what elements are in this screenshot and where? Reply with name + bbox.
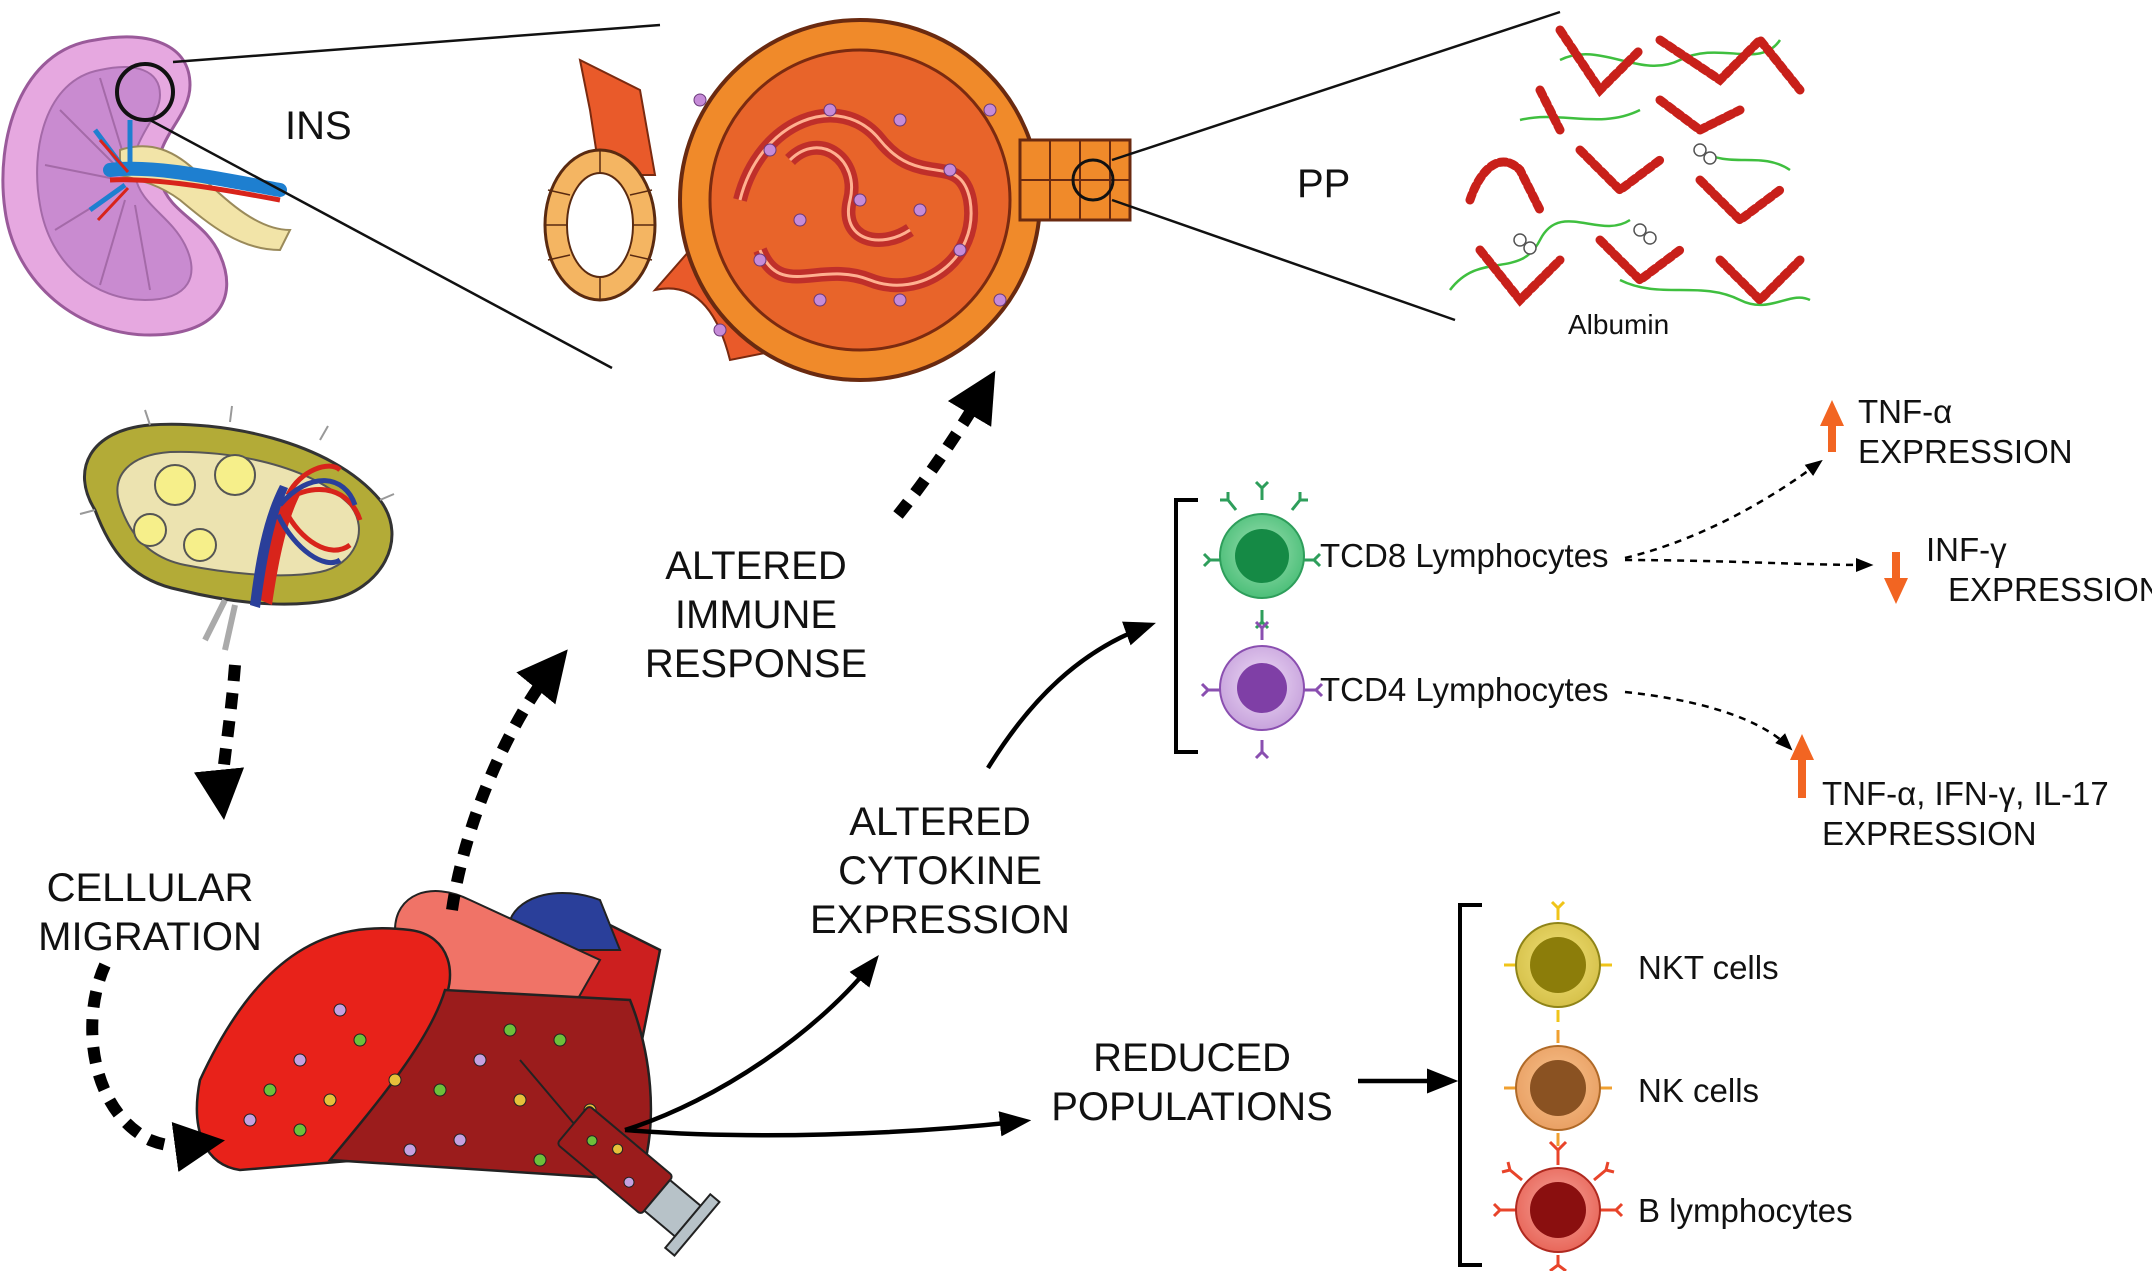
altered-immune-response-label: ALTERED IMMUNE RESPONSE <box>644 544 868 686</box>
b-lymphocytes-label: B lymphocytes <box>1638 1192 1853 1229</box>
lymphnode-to-migration-arrow <box>193 664 245 821</box>
tnf-ifn-il17-expression-label: TNF-α, IFN-γ, IL-17 EXPRESSION <box>1822 775 2109 853</box>
tcd4-to-cytokines-arrow <box>1624 690 1793 751</box>
nk-cells-label: NK cells <box>1638 1072 1760 1109</box>
kidney-illustration <box>1 35 292 337</box>
population-bracket <box>1458 903 1482 1267</box>
tcd8-label: TCD8 Lymphocytes <box>1320 537 1609 574</box>
cytokines-up-arrow-icon <box>1790 734 1814 798</box>
b-lymphocyte-cell-icon <box>1492 1140 1624 1271</box>
blood-vessels-illustration <box>195 890 721 1257</box>
cellular-migration-label: CELLULAR MIGRATION <box>38 866 262 959</box>
tcd8-cell-icon <box>1202 480 1322 630</box>
altered-cytokine-expression-label: ALTERED CYTOKINE EXPRESSION <box>809 800 1071 942</box>
nkt-cells-label: NKT cells <box>1638 949 1779 986</box>
tcd4-cell-icon <box>1200 620 1324 760</box>
lymph-node-illustration <box>79 405 395 651</box>
cytokine-to-lymphocytes-arrow <box>986 621 1156 770</box>
reduced-populations-label: REDUCED POPULATIONS <box>1051 1036 1333 1129</box>
nkt-cell-icon <box>1504 900 1612 1022</box>
inf-expression-label: INF-γ EXPRESSION <box>1926 531 2152 609</box>
dashed-arrows <box>86 370 996 1172</box>
glomerulus-illustration <box>543 18 1132 382</box>
tcd8-to-tnf-arrow <box>1624 459 1823 560</box>
vessel-to-cytokine-arrow <box>624 955 879 1133</box>
tcd8-to-inf-arrow <box>1624 557 1874 572</box>
magnify-circle <box>115 62 175 122</box>
immune-to-glomerulus-arrow <box>893 370 996 519</box>
migration-to-vessel-arrow <box>86 962 225 1172</box>
vessel-to-populations-arrow <box>624 1111 1032 1138</box>
inf-down-arrow-icon <box>1884 552 1908 604</box>
ins-label: INS <box>285 104 352 148</box>
vessel-to-immune-arrow <box>446 649 568 911</box>
tcd4-label: TCD4 Lymphocytes <box>1320 671 1609 708</box>
pp-label: PP <box>1297 162 1351 206</box>
nk-cell-icon <box>1504 1030 1612 1146</box>
tcell-bracket <box>1174 498 1198 754</box>
magnify-circle <box>1071 158 1115 202</box>
albumin-protein-illustration <box>1449 25 1811 307</box>
tnf-up-arrow-icon <box>1820 400 1844 452</box>
albumin-label: Albumin <box>1568 309 1670 340</box>
tnf-expression-label: TNF-α EXPRESSION <box>1858 393 2073 471</box>
